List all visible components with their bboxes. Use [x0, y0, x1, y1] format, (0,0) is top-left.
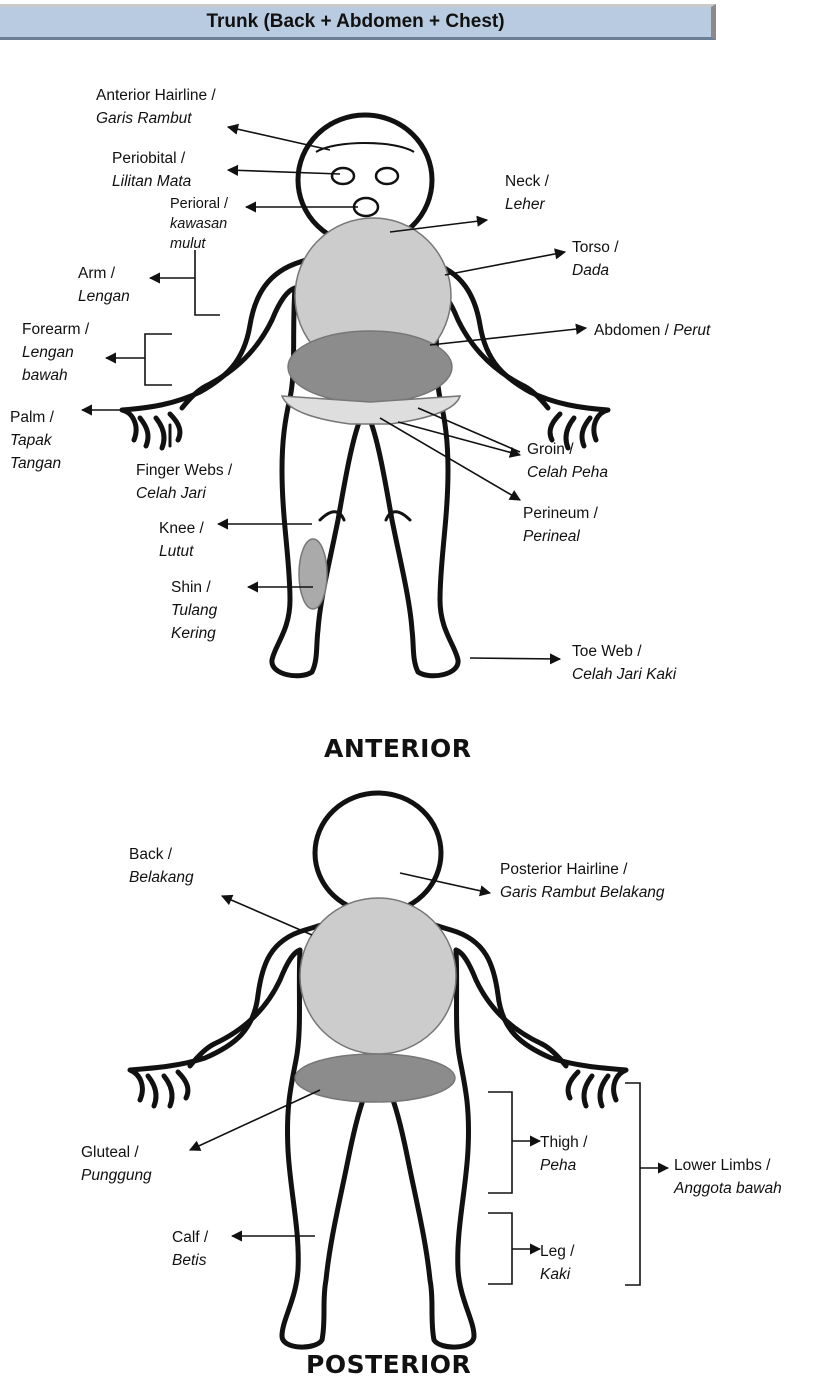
label-torso: Torso / Dada — [572, 236, 619, 282]
label-perioral: Perioral / kawasan mulut — [170, 194, 228, 254]
label-forearm: Forearm / Lengan bawah — [22, 318, 89, 387]
anterior-title: ANTERIOR — [324, 734, 471, 763]
label-finger-webs: Finger Webs / Celah Jari — [136, 459, 232, 505]
label-anterior-hairline: Anterior Hairline / Garis Rambut — [96, 84, 216, 130]
label-en: Shin / — [171, 576, 217, 599]
label-shin: Shin / Tulang Kering — [171, 576, 217, 645]
label-groin: Groin / Celah Peha — [527, 438, 608, 484]
abdomen-region — [288, 331, 452, 403]
label-en: Torso / — [572, 236, 619, 259]
label-leg: Leg / Kaki — [540, 1240, 574, 1286]
label-en: Palm / — [10, 406, 61, 429]
label-neck: Neck / Leher — [505, 170, 549, 216]
label-ms: Peha — [540, 1154, 587, 1177]
label-periorbital: Periobital / Lilitan Mata — [112, 147, 191, 193]
label-perineum: Perineum / Perineal — [523, 502, 598, 548]
label-en: Finger Webs / — [136, 459, 232, 482]
label-ms: Tangan — [10, 452, 61, 475]
label-ms: Celah Jari Kaki — [572, 663, 676, 686]
label-palm: Palm / Tapak Tangan — [10, 406, 61, 475]
label-en: Thigh / — [540, 1131, 587, 1154]
label-abdomen: Abdomen / Perut — [594, 319, 710, 342]
label-ms: bawah — [22, 364, 89, 387]
label-ms: Anggota bawah — [674, 1177, 782, 1200]
label-thigh: Thigh / Peha — [540, 1131, 587, 1177]
label-en: Knee / — [159, 517, 204, 540]
label-ms: Perineal — [523, 525, 598, 548]
label-ms: Lengan — [22, 341, 89, 364]
shin-region — [299, 539, 327, 609]
label-en: Posterior Hairline / — [500, 858, 665, 881]
label-en: Perineum / — [523, 502, 598, 525]
label-lower-limbs: Lower Limbs / Anggota bawah — [674, 1154, 782, 1200]
label-en: Abdomen / — [594, 322, 673, 339]
label-en: Toe Web / — [572, 640, 676, 663]
back-region — [300, 898, 456, 1054]
label-ms: Punggung — [81, 1164, 152, 1187]
label-knee: Knee / Lutut — [159, 517, 204, 563]
label-en: Arm / — [78, 262, 130, 285]
label-ms: kawasan — [170, 214, 228, 234]
label-ms: Tulang — [171, 599, 217, 622]
label-ms: mulut — [170, 234, 228, 254]
label-ms: Celah Jari — [136, 482, 232, 505]
label-ms: Leher — [505, 193, 549, 216]
label-en: Anterior Hairline / — [96, 84, 216, 107]
label-en: Groin / — [527, 438, 608, 461]
label-ms: Lutut — [159, 540, 204, 563]
posterior-regions — [295, 898, 456, 1102]
label-gluteal: Gluteal / Punggung — [81, 1141, 152, 1187]
label-ms: Celah Peha — [527, 461, 608, 484]
anterior-face — [316, 143, 414, 216]
label-ms: Tapak — [10, 429, 61, 452]
label-en: Periobital / — [112, 147, 191, 170]
label-ms: Kaki — [540, 1263, 574, 1286]
label-arm: Arm / Lengan — [78, 262, 130, 308]
label-en: Back / — [129, 843, 194, 866]
anterior-regions — [282, 218, 460, 609]
label-en: Leg / — [540, 1240, 574, 1263]
label-calf: Calf / Betis — [172, 1226, 208, 1272]
label-ms: Lengan — [78, 285, 130, 308]
label-ms: Dada — [572, 259, 619, 282]
label-ms: Betis — [172, 1249, 208, 1272]
label-ms: Kering — [171, 622, 217, 645]
label-ms: Lilitan Mata — [112, 170, 191, 193]
label-en: Neck / — [505, 170, 549, 193]
label-en: Perioral / — [170, 194, 228, 214]
label-posterior-hairline: Posterior Hairline / Garis Rambut Belaka… — [500, 858, 665, 904]
label-en: Calf / — [172, 1226, 208, 1249]
posterior-title: POSTERIOR — [306, 1350, 471, 1379]
label-en: Gluteal / — [81, 1141, 152, 1164]
label-ms: Garis Rambut Belakang — [500, 881, 665, 904]
gluteal-region — [295, 1054, 455, 1102]
label-en: Forearm / — [22, 318, 89, 341]
label-toe-web: Toe Web / Celah Jari Kaki — [572, 640, 676, 686]
label-ms: Garis Rambut — [96, 107, 216, 130]
label-ms: Perut — [673, 322, 710, 339]
label-ms: Belakang — [129, 866, 194, 889]
label-en: Lower Limbs / — [674, 1154, 782, 1177]
label-back: Back / Belakang — [129, 843, 194, 889]
